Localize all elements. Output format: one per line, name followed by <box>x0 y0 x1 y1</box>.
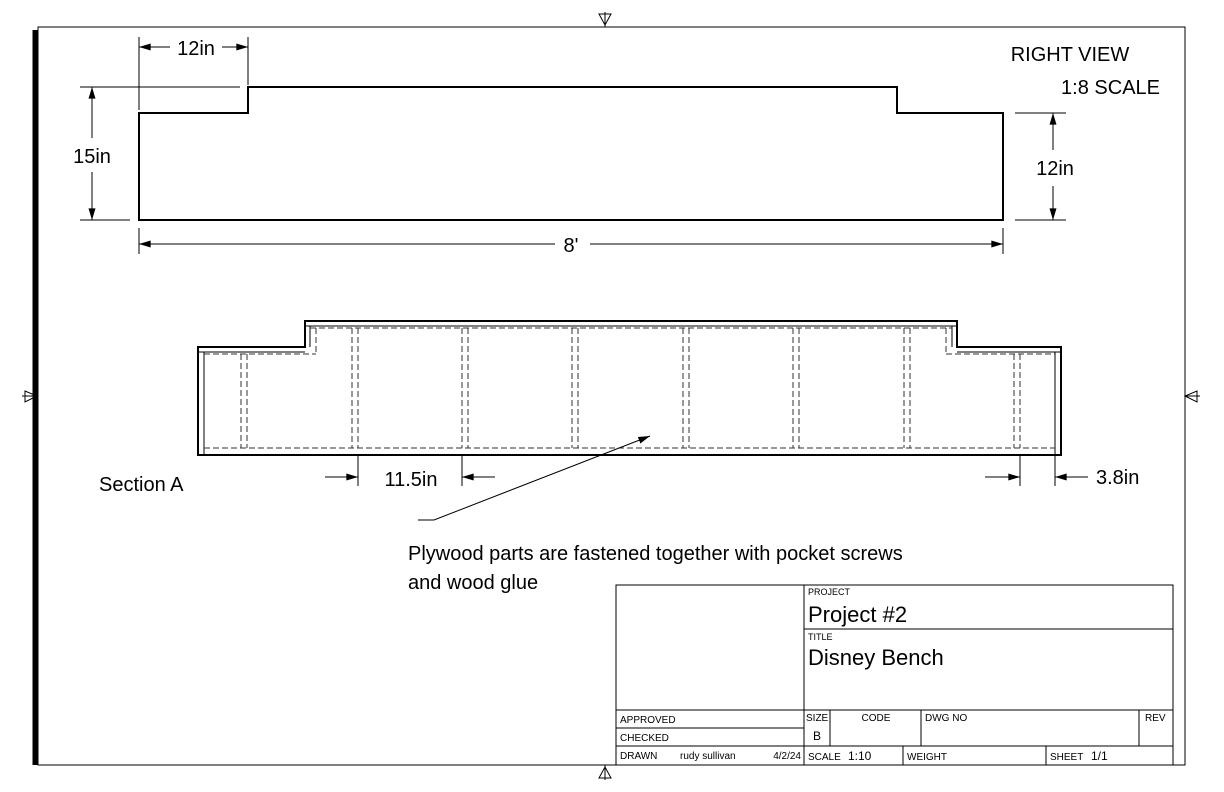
dwg-no-label: DWG NO <box>925 713 967 724</box>
divider-hidden-line <box>461 328 469 448</box>
note-line-2: and wood glue <box>408 572 538 594</box>
divider-hidden-line <box>571 328 579 448</box>
scale-label: SCALE <box>808 752 841 763</box>
size-value: B <box>813 729 821 743</box>
dim-divider-spacing: 11.5in <box>384 469 437 491</box>
divider-panels <box>240 328 1021 448</box>
divider-hidden-line <box>903 328 911 448</box>
drawn-label: DRAWN <box>620 751 657 762</box>
title-value: Disney Bench <box>808 645 944 670</box>
view-label: RIGHT VIEW <box>1011 44 1130 66</box>
sheet-value: 1/1 <box>1091 749 1108 763</box>
dim-top-step: 12in <box>177 38 215 60</box>
view-scale: 1:8 SCALE <box>1061 77 1160 99</box>
rev-label: REV <box>1145 713 1166 724</box>
code-label: CODE <box>862 713 891 724</box>
section-label: Section A <box>99 474 184 496</box>
divider-hidden-line <box>240 354 248 448</box>
section-a: 11.5in 3.8in Section A Plywood parts are… <box>99 320 1139 594</box>
title-block: PROJECT Project #2 TITLE Disney Bench AP… <box>615 584 1174 766</box>
approved-label: APPROVED <box>620 715 676 726</box>
drawn-by: rudy sullivan <box>680 751 736 762</box>
scale-value: 1:10 <box>848 749 872 763</box>
size-label: SIZE <box>806 713 829 724</box>
leader-arrow <box>418 435 651 521</box>
title-label: TITLE <box>808 632 833 642</box>
sheet-label: SHEET <box>1050 752 1083 763</box>
sheet-border <box>22 12 1200 780</box>
divider-hidden-line <box>792 328 800 448</box>
project-label: PROJECT <box>808 587 851 597</box>
dim-overall-height: 15in <box>73 146 111 168</box>
dim-overall-length: 8' <box>564 235 579 257</box>
divider-hidden-line <box>1013 354 1021 448</box>
drawn-date: 4/2/24 <box>773 751 801 762</box>
centering-marks <box>22 12 1200 780</box>
dim-end-height: 12in <box>1036 158 1074 180</box>
project-value: Project #2 <box>808 602 907 627</box>
weight-label: WEIGHT <box>907 752 947 763</box>
divider-hidden-line <box>682 328 690 448</box>
dim-end-offset: 3.8in <box>1096 467 1139 489</box>
right-view: RIGHT VIEW 1:8 SCALE 12in 15in 12in 8' <box>73 37 1160 257</box>
bench-outline <box>138 86 1004 221</box>
note-line-1: Plywood parts are fastened together with… <box>408 543 903 565</box>
checked-label: CHECKED <box>620 733 669 744</box>
section-outline <box>197 320 1062 456</box>
divider-hidden-line <box>351 328 359 448</box>
